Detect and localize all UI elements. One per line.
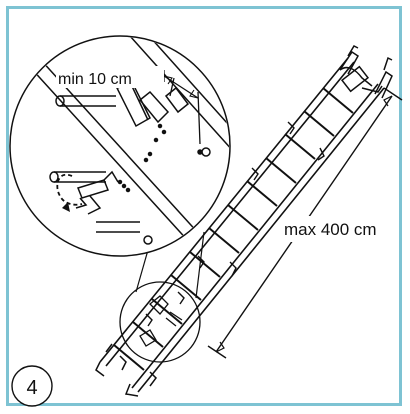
top-hooks (339, 45, 393, 99)
rail-brackets (145, 121, 325, 327)
min-gap-dimension (163, 70, 201, 145)
step-badge: 4 (11, 365, 53, 407)
max-extension-top (383, 87, 403, 101)
zoom-rail-right-inner (141, 37, 229, 163)
ladder-right-rail-inner (137, 87, 385, 393)
step-number: 4 (26, 377, 37, 399)
zoom-latch (77, 179, 109, 199)
min-label-bg (56, 66, 164, 88)
zoom-rung-lower (96, 221, 140, 233)
detail-marker-circle (119, 281, 201, 363)
magnified-detail: min 10 cm (9, 35, 231, 257)
min-gap-label: min 10 cm (58, 71, 132, 88)
ladder-right-rail-outer (131, 83, 379, 389)
ladder-rungs (113, 87, 354, 371)
ladder (95, 45, 393, 397)
bottom-feet (95, 343, 157, 397)
max-length-label: max 400 cm (284, 220, 377, 239)
max-arrow-bottom (215, 341, 225, 353)
max-label-bg (282, 216, 398, 242)
zoom-rung-top (60, 95, 116, 107)
max-arrow-top (383, 95, 393, 107)
ladder-left-rail-outer (99, 57, 349, 363)
zoom-rail-right-outer (129, 37, 229, 171)
magnifier-connector (135, 231, 205, 299)
rotation-arrow (56, 173, 83, 206)
detail-marker-contents (139, 295, 183, 347)
